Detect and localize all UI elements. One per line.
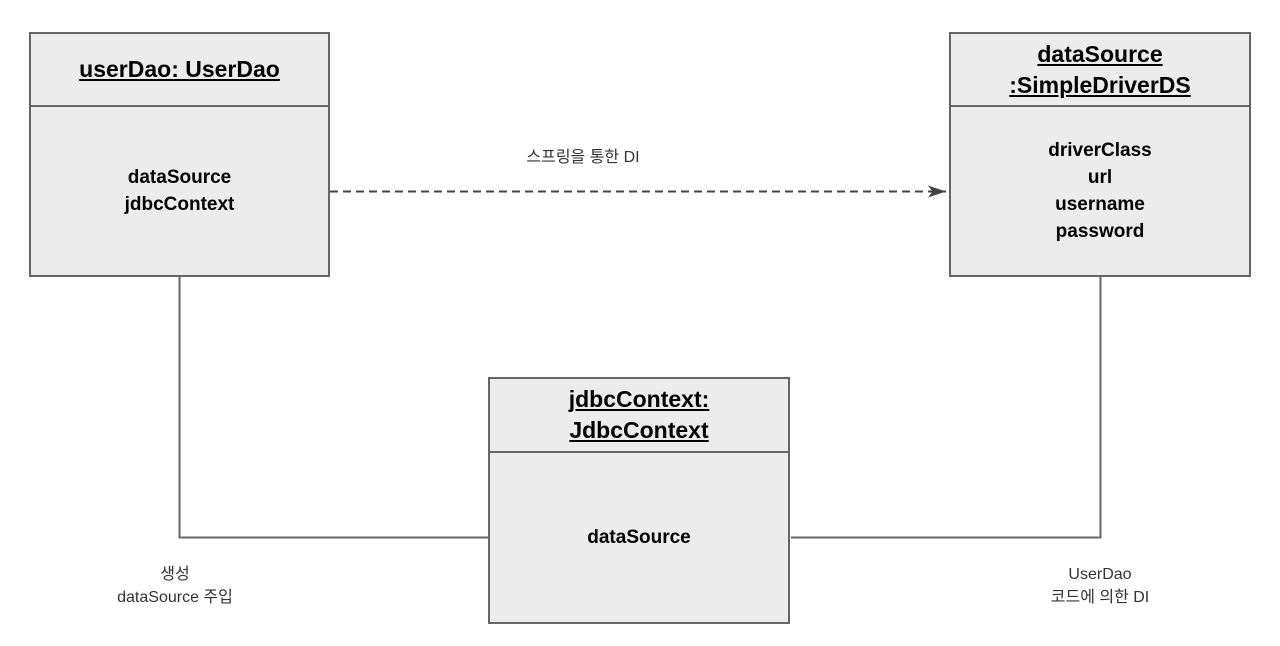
node-title: userDao: UserDao bbox=[79, 56, 280, 82]
attribute-line: url bbox=[1087, 167, 1113, 188]
edge-label-create-inject: 생성 dataSource 주입 bbox=[117, 566, 233, 606]
node-title: jdbcContext: bbox=[568, 386, 710, 412]
attribute-line: dataSource bbox=[127, 167, 232, 188]
attribute-line: dataSource bbox=[587, 527, 691, 548]
attribute-line: password bbox=[1055, 221, 1145, 242]
edge-create-inject bbox=[178, 277, 488, 539]
node-jdbccontext-body: dataSource bbox=[488, 453, 790, 624]
node-jdbccontext: jdbcContext: JdbcContext dataSource bbox=[488, 377, 790, 624]
node-datasource-header: dataSource :SimpleDriverDS bbox=[949, 32, 1251, 107]
edge-label-code-di: UserDao 코드에 의한 DI bbox=[1050, 566, 1150, 606]
node-title: JdbcContext bbox=[569, 417, 709, 443]
edge-label-spring-di: 스프링을 통한 DI bbox=[526, 149, 640, 166]
edge-code-di bbox=[791, 277, 1102, 539]
node-userdao: userDao: UserDao dataSource jdbcContext bbox=[29, 32, 330, 277]
node-datasource: dataSource :SimpleDriverDS driverClass u… bbox=[949, 32, 1251, 277]
node-datasource-body: driverClass url username password bbox=[949, 107, 1251, 277]
node-title: :SimpleDriverDS bbox=[1009, 71, 1191, 98]
attribute-line: username bbox=[1055, 194, 1145, 215]
node-jdbccontext-header: jdbcContext: JdbcContext bbox=[488, 377, 790, 453]
attribute-line: driverClass bbox=[1048, 140, 1152, 161]
node-userdao-header: userDao: UserDao bbox=[29, 32, 330, 107]
attribute-line: jdbcContext bbox=[124, 194, 235, 215]
node-title: dataSource bbox=[1037, 40, 1163, 67]
node-userdao-body: dataSource jdbcContext bbox=[29, 107, 330, 277]
